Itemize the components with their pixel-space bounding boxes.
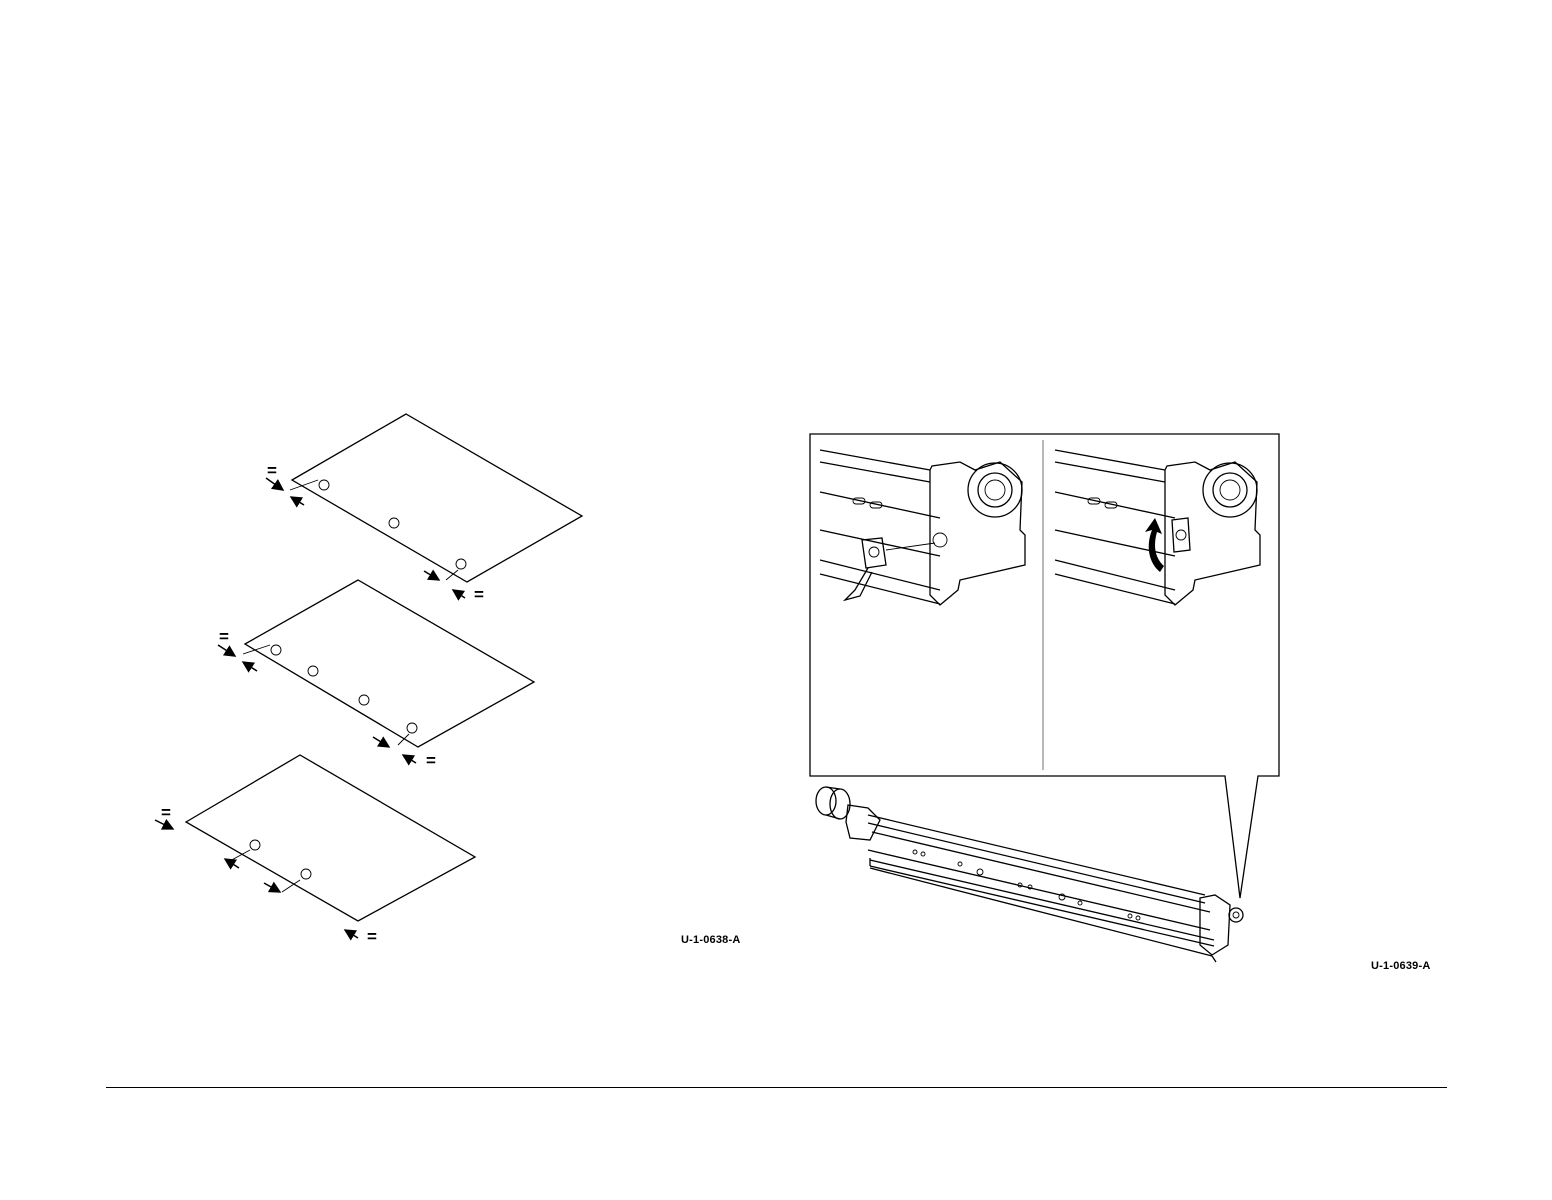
detail-panel-2 [1055, 450, 1260, 605]
rotate-up-arrow-icon [1145, 518, 1164, 572]
footer-rule [106, 1087, 1447, 1088]
roller-assembly-illustration [0, 0, 1552, 1000]
detail-panel-1 [820, 450, 1025, 605]
roller-assembly [816, 787, 1243, 962]
detail-callout-box [810, 434, 1279, 898]
figure-label-right: U-1-0639-A [1371, 960, 1430, 972]
